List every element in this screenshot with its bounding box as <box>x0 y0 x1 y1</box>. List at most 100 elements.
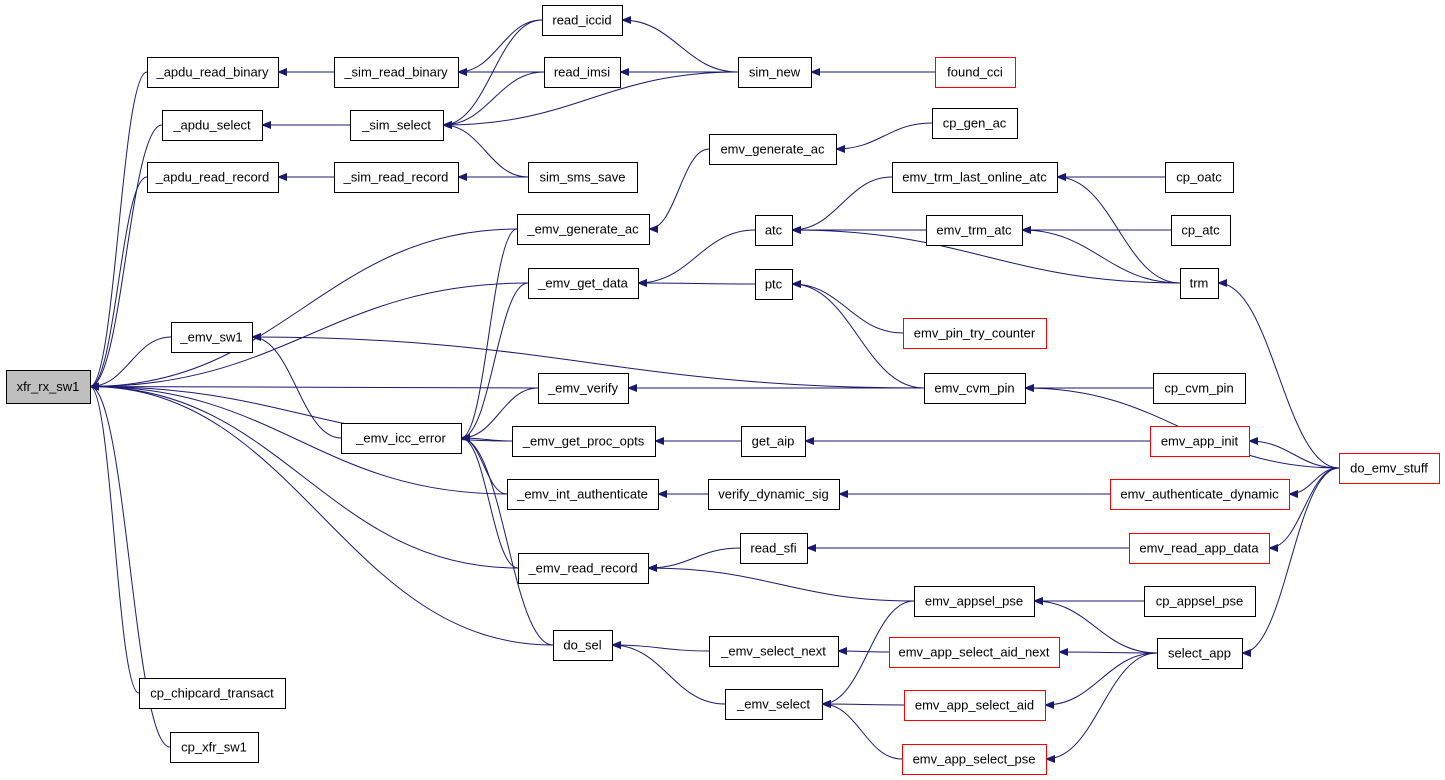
edge-emv-generate-ac-to-emv-icc-error <box>460 228 518 442</box>
node-emv-verify[interactable]: _emv_verify <box>538 373 629 404</box>
node-emv-get-data[interactable]: _emv_get_data <box>528 268 639 299</box>
node-ptc[interactable]: ptc <box>755 269 793 300</box>
node-box <box>914 586 1035 617</box>
edge-emv-appsel-pse-to-emv-read-record <box>647 564 915 602</box>
node-box <box>1171 215 1231 246</box>
node-verify-dynamic-sig[interactable]: verify_dynamic_sig <box>708 479 840 510</box>
node-label: emv_generate_ac <box>720 142 825 157</box>
node-box <box>902 744 1047 775</box>
node-emv-cvm-pin[interactable]: emv_cvm_pin <box>924 373 1026 404</box>
node-label: read_sfi <box>750 541 796 556</box>
node-sim-read-binary[interactable]: _sim_read_binary <box>334 57 459 88</box>
node-apdu-select[interactable]: _apdu_select <box>162 110 263 141</box>
node-box <box>709 134 837 165</box>
node-box <box>1165 162 1234 193</box>
node-box <box>738 57 812 88</box>
node-trm[interactable]: trm <box>1180 268 1219 299</box>
node-label: emv_pin_try_counter <box>914 326 1036 341</box>
node-select-app[interactable]: select_app <box>1157 638 1243 669</box>
node-emv-read-app-data[interactable]: emv_read_app_data <box>1129 533 1270 564</box>
node-label: emv_read_app_data <box>1139 541 1259 556</box>
node-box <box>709 636 839 667</box>
node-box <box>725 689 823 720</box>
node-emv-int-authenticate[interactable]: _emv_int_authenticate <box>507 479 659 510</box>
node-cp-gen-ac[interactable]: cp_gen_ac <box>932 108 1018 139</box>
node-label: _emv_read_record <box>527 561 637 576</box>
node-get-aip[interactable]: get_aip <box>741 426 806 457</box>
node-emv-app-init[interactable]: emv_app_init <box>1150 426 1250 457</box>
node-emv-icc-error[interactable]: _emv_icc_error <box>341 423 462 454</box>
node-read-iccid[interactable]: read_iccid <box>542 5 623 36</box>
node-sim-sms-save[interactable]: sim_sms_save <box>528 162 638 193</box>
node-apdu-read-record[interactable]: _apdu_read_record <box>147 162 279 193</box>
node-label: ptc <box>765 277 783 292</box>
node-read-sfi[interactable]: read_sfi <box>740 533 808 564</box>
node-emv-sw1[interactable]: _emv_sw1 <box>171 322 253 353</box>
node-emv-pin-try-counter[interactable]: emv_pin_try_counter <box>903 318 1047 349</box>
edge-do-emv-stuff-to-trm <box>1217 279 1340 469</box>
node-emv-generate-ac[interactable]: emv_generate_ac <box>709 134 837 165</box>
node-box <box>538 373 629 404</box>
edge-emv-icc-error-to-emv-sw1 <box>251 333 342 439</box>
edge-emv-select-next-to-do-sel <box>611 641 710 652</box>
edge-trm-to-atc <box>791 226 1181 284</box>
node-label: cp_oatc <box>1176 170 1222 185</box>
edge-do-emv-stuff-to-emv-authenticate-dynamic <box>1288 467 1340 498</box>
node-emv-appsel-pse[interactable]: emv_appsel_pse <box>914 586 1035 617</box>
node-cp-appsel-pse[interactable]: cp_appsel_pse <box>1144 586 1256 617</box>
node-box <box>708 479 840 510</box>
node-sim-new[interactable]: sim_new <box>738 57 812 88</box>
node-emv-app-select-aid-next[interactable]: emv_app_select_aid_next <box>889 637 1060 668</box>
node-label: emv_app_select_aid <box>915 698 1034 713</box>
node-label: trm <box>1190 276 1209 291</box>
node-atc[interactable]: atc <box>755 215 793 246</box>
edge-emv-appsel-pse-to-emv-select <box>821 600 915 708</box>
edge-select-app-to-emv-app-select-pse <box>1045 652 1158 763</box>
edge-select-app-to-emv-app-select-aid <box>1044 652 1158 709</box>
node-emv-app-select-aid[interactable]: emv_app_select_aid <box>904 690 1046 721</box>
node-box <box>1129 533 1270 564</box>
node-cp-xfr-sw1[interactable]: cp_xfr_sw1 <box>170 732 259 763</box>
node-box <box>162 110 263 141</box>
node-xfr-rx-sw1: xfr_rx_sw1 <box>6 370 91 404</box>
edge-emv-verify-to-xfr-rx-sw1 <box>89 382 539 391</box>
node-box <box>1180 268 1219 299</box>
node-apdu-read-binary[interactable]: _apdu_read_binary <box>147 57 279 88</box>
node-emv-authenticate-dynamic[interactable]: emv_authenticate_dynamic <box>1110 479 1290 510</box>
node-label: _apdu_select <box>172 118 251 133</box>
node-emv-read-record[interactable]: _emv_read_record <box>518 553 649 584</box>
node-cp-oatc[interactable]: cp_oatc <box>1165 162 1234 193</box>
node-emv-generate-ac[interactable]: _emv_generate_ac <box>517 214 650 245</box>
node-cp-cvm-pin[interactable]: cp_cvm_pin <box>1153 373 1246 404</box>
node-label: cp_cvm_pin <box>1164 381 1233 396</box>
node-label: emv_appsel_pse <box>925 594 1023 609</box>
node-label: get_aip <box>752 434 795 449</box>
node-emv-app-select-pse[interactable]: emv_app_select_pse <box>902 744 1047 775</box>
node-label: _sim_select <box>361 118 431 133</box>
node-emv-trm-atc[interactable]: emv_trm_atc <box>926 215 1023 246</box>
node-emv-select[interactable]: _emv_select <box>725 689 823 720</box>
edge-read-sfi-to-emv-read-record <box>647 547 741 572</box>
node-label: cp_appsel_pse <box>1156 594 1243 609</box>
node-sim-read-record[interactable]: _sim_read_record <box>334 162 459 193</box>
node-cp-chipcard-transact[interactable]: cp_chipcard_transact <box>139 678 286 709</box>
node-label: _apdu_read_record <box>155 170 269 185</box>
node-emv-select-next[interactable]: _emv_select_next <box>709 636 839 667</box>
node-box <box>924 373 1026 404</box>
node-cp-atc[interactable]: cp_atc <box>1171 215 1231 246</box>
node-sim-select[interactable]: _sim_select <box>350 110 444 141</box>
node-label: verify_dynamic_sig <box>718 487 829 502</box>
node-box <box>1110 479 1290 510</box>
node-label: _emv_get_data <box>537 276 628 291</box>
edge-atc-to-emv-get-data <box>637 229 756 287</box>
edge-do-sel-to-xfr-rx-sw1 <box>89 382 554 646</box>
node-label: _emv_generate_ac <box>526 222 639 237</box>
node-do-sel[interactable]: do_sel <box>553 630 613 661</box>
node-emv-get-proc-opts[interactable]: _emv_get_proc_opts <box>512 426 656 457</box>
node-label: select_app <box>1168 646 1231 661</box>
node-label: _emv_sw1 <box>179 330 242 345</box>
node-do-emv-stuff[interactable]: do_emv_stuff <box>1339 453 1440 484</box>
node-read-imsi[interactable]: read_imsi <box>544 57 621 88</box>
node-found-cci[interactable]: found_cci <box>935 57 1016 88</box>
node-emv-trm-last-online-atc[interactable]: emv_trm_last_online_atc <box>892 162 1058 193</box>
